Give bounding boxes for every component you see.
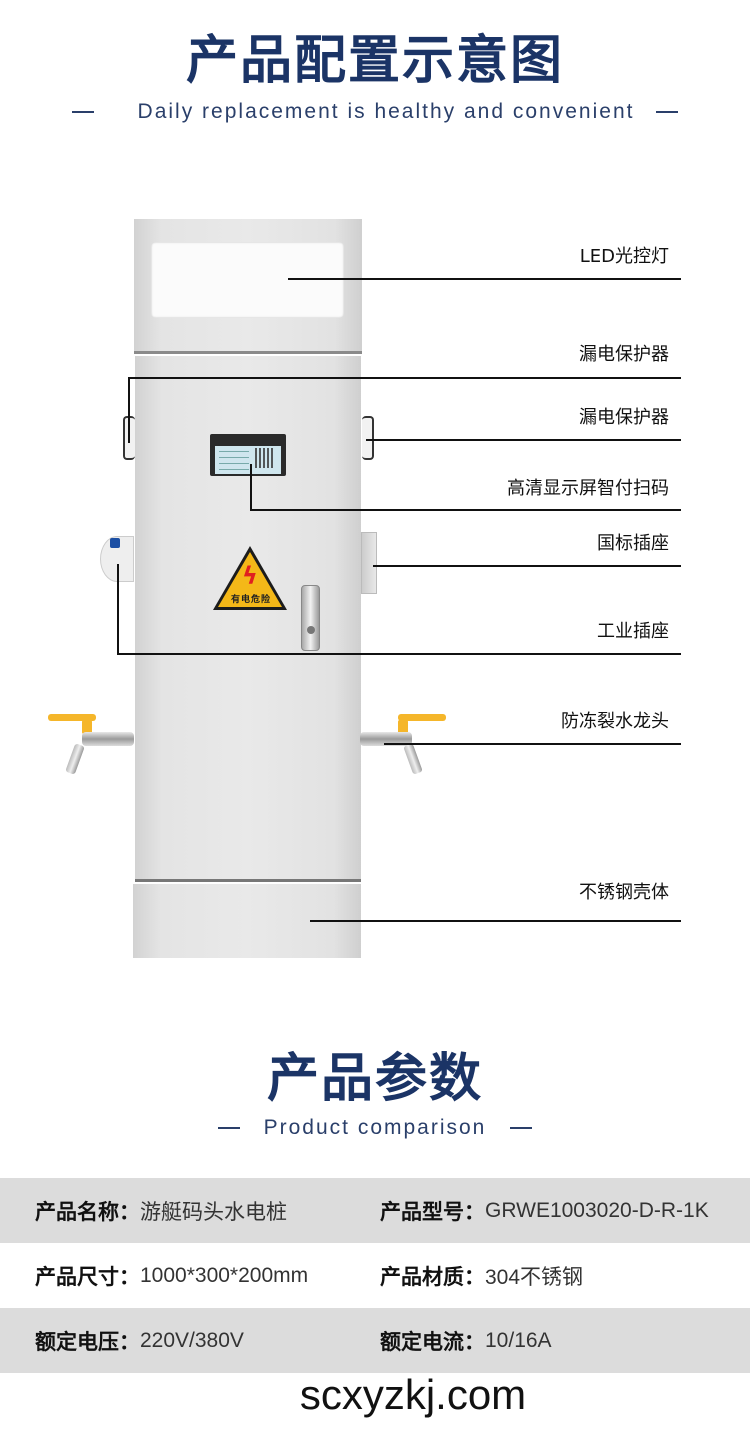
warning-sign-text: 有电危险: [230, 595, 271, 605]
breaker-right: [362, 416, 374, 460]
screen-text-lines: [219, 450, 249, 470]
table-row: 额定电压： 220V/380V 额定电流： 10/16A: [0, 1308, 750, 1373]
callout-breaker-2: 漏电保护器: [579, 407, 669, 428]
param-rated-current: 额定电流： 10/16A: [380, 1328, 552, 1354]
param-rated-voltage: 额定电压： 220V/380V: [35, 1328, 244, 1354]
callout-breaker-1: 漏电保护器: [579, 344, 669, 365]
config-subtitle: Daily replacement is healthy and conveni…: [0, 98, 750, 126]
callout-stainless-shell: 不锈钢壳体: [579, 882, 669, 903]
leader-line-breaker-right: [366, 439, 681, 441]
leader-line-led: [288, 278, 681, 280]
param-product-model: 产品型号： GRWE1003020-D-R-1K: [380, 1198, 709, 1224]
leader-line-gb-socket: [373, 565, 681, 567]
leader-line-shell: [310, 920, 681, 922]
cabinet-body: ϟ 有电危险: [135, 356, 361, 882]
faucet-right-icon: [360, 714, 446, 784]
leader-line-breaker-left: [128, 377, 681, 379]
cabinet-top: [134, 219, 362, 354]
leader-line-screen: [250, 509, 681, 511]
param-product-size: 产品尺寸： 1000*300*200mm: [35, 1263, 309, 1289]
dash-left: [71, 111, 94, 113]
warning-triangle-fill: [218, 552, 282, 607]
callout-led-light: LED光控灯: [579, 246, 669, 267]
leader-line-industrial-socket-v: [117, 564, 119, 654]
leader-line-breaker-left-v: [128, 377, 130, 443]
config-title: 产品配置示意图: [185, 31, 564, 91]
screen-display: [215, 446, 281, 474]
led-light-window: [151, 242, 344, 318]
door-handle: [301, 585, 320, 651]
param-product-material: 产品材质： 304不锈钢: [380, 1264, 584, 1289]
leader-line-screen-v: [250, 464, 252, 511]
callout-faucet: 防冻裂水龙头: [561, 711, 669, 732]
leader-line-industrial-socket: [117, 653, 681, 655]
callout-hd-screen: 高清显示屏智付扫码: [507, 478, 669, 499]
dash-left: [217, 1127, 240, 1129]
dash-right: [656, 111, 679, 113]
gb-socket: [361, 532, 377, 594]
config-subtitle-text: Daily replacement is healthy and conveni…: [137, 100, 635, 123]
dash-right: [510, 1127, 533, 1129]
website-watermark: scxyzkj.com: [299, 1371, 527, 1418]
faucet-left-icon: [48, 714, 134, 784]
param-product-name: 产品名称： 游艇码头水电桩: [35, 1199, 287, 1224]
qr-code-icon: [255, 448, 275, 468]
table-row: 产品尺寸： 1000*300*200mm 产品材质： 304不锈钢: [0, 1243, 750, 1308]
params-subtitle-text: Product comparison: [263, 1116, 487, 1139]
callout-gb-socket: 国标插座: [597, 533, 669, 554]
params-subtitle: Product comparison: [0, 1114, 750, 1142]
industrial-socket-cap: [110, 538, 120, 548]
leader-line-faucet: [384, 743, 681, 745]
display-screen: [210, 434, 286, 476]
lightning-bolt-icon: ϟ: [242, 562, 258, 590]
params-title: 产品参数: [266, 1049, 483, 1109]
callout-industrial-socket: 工业插座: [597, 621, 669, 642]
lock-icon: [307, 626, 315, 634]
table-row: 产品名称： 游艇码头水电桩 产品型号： GRWE1003020-D-R-1K: [0, 1178, 750, 1243]
